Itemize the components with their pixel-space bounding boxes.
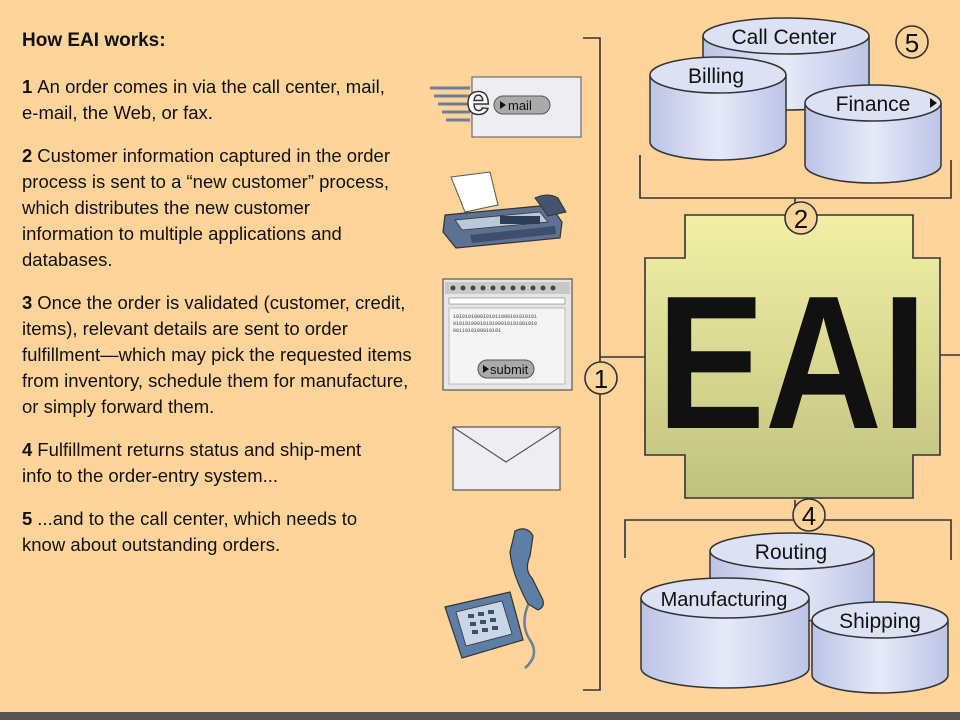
play-icon [483,365,489,373]
step-number: 2 [22,145,33,166]
telephone-icon [444,528,544,669]
step-number: 1 [22,76,33,97]
marker-1: 1 [584,361,618,395]
database-label: Shipping [839,610,921,633]
marker-5: 5 [895,25,929,59]
email-letter-icon: e [466,76,489,123]
bottom-bar [0,712,960,720]
step-number: 4 [22,439,33,460]
database-label: Routing [755,541,827,564]
email-button-label: mail [508,98,532,113]
marker-number: 5 [905,28,919,58]
marker-number: 1 [594,364,608,394]
step-text: ...and to the call center, which needs t… [22,508,358,555]
database-label: Billing [688,65,744,88]
fax-machine-icon [442,171,567,249]
database-shipping: Shipping [811,601,949,694]
database-finance: Finance [804,84,942,184]
hub-label: EAI [657,257,927,469]
eai-hub: EAI [644,214,941,499]
step-text: Customer information captured in the ord… [22,145,390,270]
marker-number: 2 [794,204,808,234]
marker-2: 2 [784,201,818,235]
step-text: Once the order is validated (customer, c… [22,292,412,417]
binary-line: 0011010100010101 [453,328,501,334]
step-number: 5 [22,508,33,529]
binary-line: 1010101000101011000101010101 [453,314,537,320]
play-icon [930,98,937,108]
email-channel: e mail [430,75,582,138]
envelope-icon [452,426,561,491]
binary-line: 0101010001010100010101001010 [453,321,537,327]
database-label: Manufacturing [661,589,788,611]
play-icon [500,101,506,109]
step-text: Fulfillment returns status and ship-ment… [22,439,362,486]
database-label: Finance [836,93,911,116]
database-manufacturing: Manufacturing [640,577,810,689]
speed-lines-icon [430,86,470,122]
panel-heading: How EAI works: [22,30,166,51]
toolbar-icons [450,285,556,291]
email-mail-button [493,95,551,115]
database-label: Call Center [731,26,836,49]
step-5: 5...and to the call center, which needs … [22,506,362,558]
web-button-label: submit [490,362,529,377]
step-number: 3 [22,292,33,313]
keypad [468,610,498,634]
marker-number: 4 [802,501,816,531]
marker-4: 4 [792,498,826,532]
step-text: An order comes in via the call center, m… [22,76,385,123]
database-billing: Billing [649,56,787,161]
web-form-icon: 1010101000101011000101010101 01010100010… [442,278,573,391]
web-submit-button [477,359,535,379]
